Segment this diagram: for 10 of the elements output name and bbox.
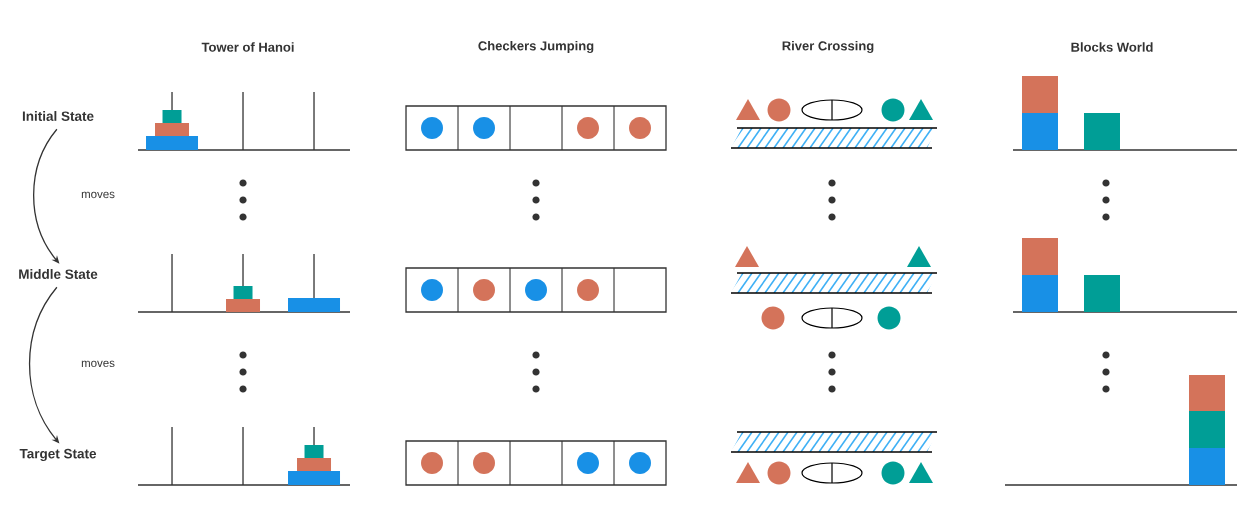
state-label: Initial State bbox=[22, 111, 94, 121]
column-heading: Blocks World bbox=[1071, 42, 1153, 52]
state-label: Middle State bbox=[19, 269, 98, 279]
curved-arrow bbox=[33, 128, 60, 264]
column-heading: Checkers Jumping bbox=[478, 40, 594, 54]
edge-label: moves bbox=[81, 360, 115, 368]
edge-label: moves bbox=[81, 191, 115, 199]
state-label: Target State bbox=[19, 448, 97, 462]
column-heading: River Crossing bbox=[782, 40, 874, 54]
column-heading: Tower of Hanoi bbox=[201, 42, 294, 52]
